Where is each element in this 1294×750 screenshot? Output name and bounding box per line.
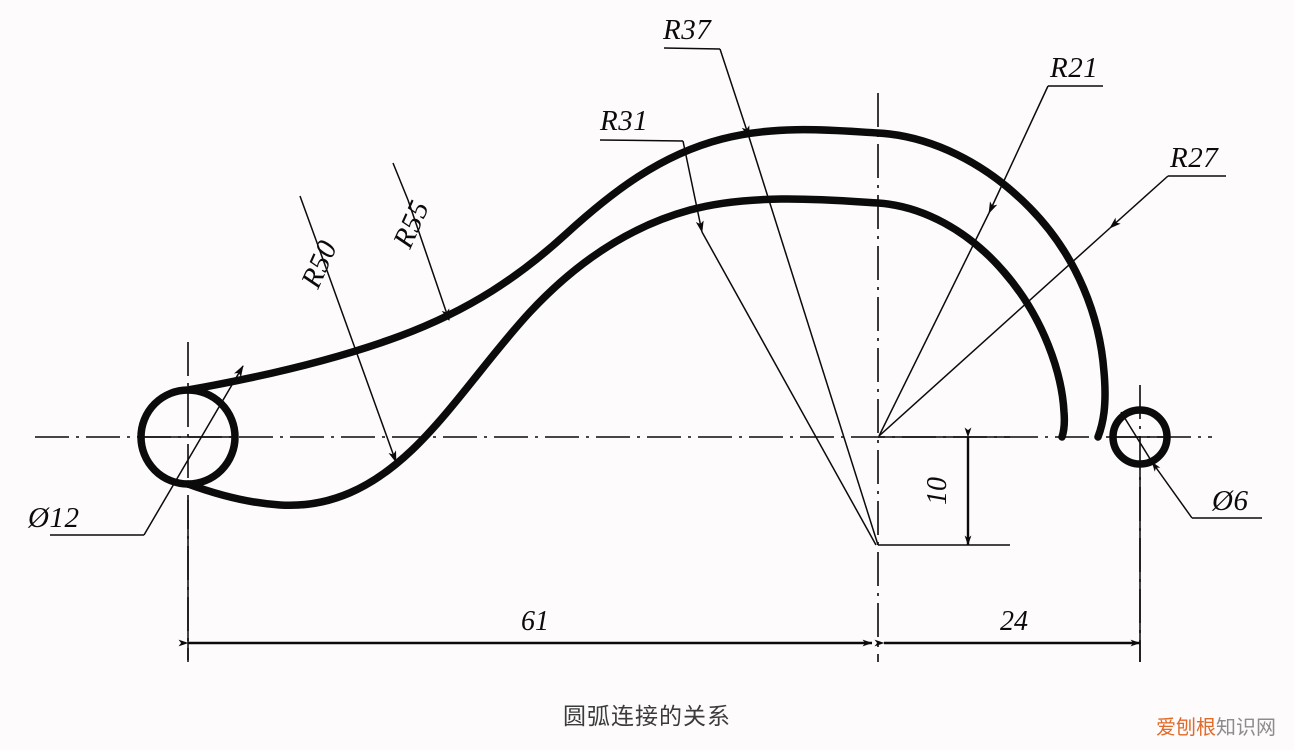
d6-diameter-line [1120, 411, 1153, 463]
radius-label-r55: R55 [387, 196, 436, 254]
end-circles [137, 386, 1171, 488]
radius-label-r50: R50 [295, 236, 344, 294]
r55-leader-line [407, 199, 450, 321]
linear-dimension-texts: 61 24 10 [521, 477, 1028, 637]
figure-caption: 圆弧连接的关系 [563, 704, 731, 730]
right-bore-circle [1109, 406, 1171, 468]
r50-leader-line [315, 239, 397, 463]
dimension-text-10: 10 [922, 477, 953, 505]
radius-label-r37: R37 [662, 14, 712, 46]
radius-label-texts: R50 R55 R31 R37 R21 R27 [295, 14, 1219, 294]
r55-leader-tail [392, 162, 409, 201]
watermark-gray-text: 知识网 [1216, 715, 1276, 739]
inner-edge-path [184, 195, 1069, 510]
r21-leader-line [988, 85, 1049, 214]
r37-label-underline [663, 47, 721, 50]
r37-leader-line [719, 48, 750, 138]
diameter-label-d12: Ø12 [27, 502, 79, 534]
r31-radius-line [701, 231, 877, 546]
diameter-leaders [50, 365, 1262, 536]
diameter-label-d6: Ø6 [1211, 485, 1248, 517]
centerlines [35, 93, 1212, 662]
r27-radius-line [878, 227, 1111, 437]
r50-leader-tail [299, 195, 317, 241]
r31-leader-line [682, 140, 704, 233]
site-watermark: 爱刨根知识网 [1156, 711, 1276, 740]
radius-label-r21: R21 [1049, 52, 1098, 84]
d6-leader-line [1151, 461, 1193, 519]
left-bore-circle [137, 386, 239, 488]
radius-label-r27: R27 [1169, 142, 1219, 174]
dimension-text-61: 61 [521, 606, 549, 637]
outer-edge-path [184, 125, 1109, 441]
profile-inner-edge [184, 195, 1069, 510]
dimension-61-24-group [178, 470, 1141, 662]
r37-radius-line [748, 136, 879, 546]
diameter-label-texts: Ø12 Ø6 [27, 485, 1248, 534]
r21-radius-line [878, 212, 990, 437]
radius-label-r31: R31 [599, 105, 648, 137]
r27-leader-line [1109, 175, 1169, 229]
d12-leader-line [143, 365, 244, 536]
dimension-10-group [878, 427, 1010, 546]
dimension-text-24: 24 [1000, 606, 1028, 637]
radius-leaders [299, 47, 1226, 546]
r31-label-underline [599, 139, 684, 142]
profile-outer-edge [184, 125, 1109, 441]
watermark-accent-text: 爱刨根 [1156, 715, 1216, 739]
